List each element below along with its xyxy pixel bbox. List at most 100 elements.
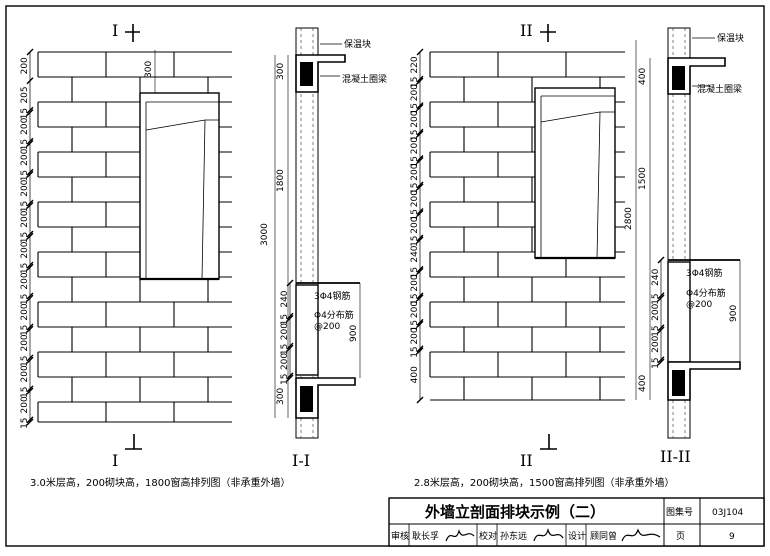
left-sill-dim-tick (286, 279, 294, 287)
left-sill-dim-value: 200 (280, 353, 290, 370)
left-dim-tick (26, 261, 34, 269)
right-dim-value: 15 (410, 346, 420, 357)
left-section-title: I-I (292, 451, 310, 470)
right-dim-value: 15 (410, 77, 420, 88)
left-dim-value: 200 (20, 396, 30, 413)
right-dim-tick (416, 130, 424, 138)
right-dim-tick (416, 267, 424, 275)
right-dim-tick (416, 75, 424, 83)
left-window-frame (145, 101, 219, 280)
left-dim-value: 15 (20, 139, 30, 150)
right-sill-dim-tick (657, 358, 665, 366)
right-dim-value: 15 (410, 156, 420, 167)
left-section-mark-top: I (112, 21, 118, 40)
page-label: 页 (676, 531, 685, 542)
right-total-height: 2800 (624, 207, 634, 230)
designer-name: 顾同曾 (590, 530, 617, 542)
right-sill-dim-value: 15 (651, 293, 661, 304)
right-dim-tick (416, 320, 424, 328)
left-label-dist-rebar: Φ4分布筋 (314, 309, 354, 321)
left-label-rebar: 3Φ4钢筋 (314, 290, 351, 302)
right-dim-tick (416, 265, 424, 273)
left-dim-value: 15 (20, 356, 30, 367)
right-dim-value: 200 (410, 274, 420, 291)
left-dim-value: 200 (20, 365, 30, 382)
title-block: 外墙立剖面排块示例（二） 图集号 03J104 审核 耿长孚 校对 孙东远 设计… (388, 497, 765, 547)
right-dim-tick (416, 318, 424, 326)
left-insulation-bottom (300, 386, 313, 412)
right-sill-dim-value: 240 (651, 268, 661, 285)
left-caption: 3.0米层高，200砌块高，1800窗高排列图（非承重外墙） (30, 476, 290, 489)
left-dim-tick (26, 418, 34, 426)
page-number: 9 (729, 532, 735, 542)
right-label-insulation: 保温块 (717, 32, 744, 44)
right-sill-dim-tick (657, 292, 665, 300)
right-sill-dim-tick (657, 326, 665, 334)
right-sill-dim-value: 200 (651, 335, 661, 352)
right-dim-tick (416, 345, 424, 353)
right-dim-value: 15 (410, 103, 420, 114)
right-dim-value: 200 (410, 137, 420, 154)
drawing-title: 外墙立剖面排块示例（二） (424, 503, 605, 521)
left-dim-tick (26, 387, 34, 395)
left-dim-value: 200 (20, 303, 30, 320)
left-dim-tick (26, 230, 34, 238)
right-section: 保温块 混凝土圈梁 3Φ4钢筋 Φ4分布筋 @200 2800 1500 400… (624, 27, 744, 466)
left-dim-value: 15 (20, 387, 30, 398)
left-dim-value: 200 (20, 241, 30, 258)
left-window-height: 1800 (276, 169, 286, 192)
right-insulation-bottom (672, 370, 685, 396)
right-dim-value: 200 (410, 301, 420, 318)
right-dim-value: 15 (410, 209, 420, 220)
right-section-arrow-top (540, 24, 556, 42)
right-dim-tick (416, 181, 424, 189)
right-dim-tick (416, 292, 424, 300)
right-dim-tick (416, 183, 424, 191)
right-dim-value: 200 (410, 327, 420, 344)
left-dim-tick (26, 263, 34, 271)
right-dim-tick (416, 234, 424, 242)
right-dim-tick (416, 347, 424, 355)
right-window-opening (534, 87, 616, 259)
left-elevation: 300 I I 20020515200152001520015200152001… (20, 21, 290, 489)
right-dim-tick (416, 294, 424, 302)
left-dim-value: 15 (20, 325, 30, 336)
left-dim-value: 200 (20, 57, 30, 74)
reviewer-signature (445, 529, 475, 542)
right-label-rebar: 3Φ4钢筋 (686, 267, 723, 279)
right-label-spacing: @200 (686, 300, 712, 310)
left-sill-dim-tick (286, 344, 294, 352)
right-dim-value: 200 (410, 163, 420, 180)
right-sill-dim-tick (657, 356, 665, 364)
left-sill-dim-tick (286, 374, 294, 382)
right-dim-tick (416, 236, 424, 244)
right-dim-value: 15 (410, 320, 420, 331)
right-section-arrow-bottom (540, 434, 557, 450)
left-top-dim: 300 (276, 63, 286, 80)
left-bottom-dim: 300 (276, 388, 286, 405)
left-label-insulation: 保温块 (344, 38, 371, 50)
right-sill-dim-tick (657, 324, 665, 332)
left-sill-height: 900 (349, 325, 359, 342)
right-dim-tick (416, 156, 424, 164)
right-section-mark-top: II (520, 21, 533, 40)
left-sill-dim-value: 15 (280, 344, 290, 355)
left-label-spacing: @200 (314, 322, 340, 332)
left-dim-tick (26, 232, 34, 240)
left-sill-dim-value: 15 (280, 374, 290, 385)
right-dim-value: 200 (410, 84, 420, 101)
atlas-number: 03J104 (712, 508, 744, 518)
left-sill-dim-tick (286, 312, 294, 320)
right-dim-tick (416, 208, 424, 216)
right-dim-value: 15 (410, 183, 420, 194)
left-dimension-chain: 2002051520015200152001520015200152001520… (20, 48, 34, 429)
left-section-arrow-top (125, 24, 140, 42)
left-dim-value: 200 (20, 272, 30, 289)
left-dim-tick (26, 106, 34, 114)
left-dim-tick (26, 168, 34, 176)
right-dim-value: 220 (410, 56, 420, 73)
left-sill-dim-tick (286, 372, 294, 380)
